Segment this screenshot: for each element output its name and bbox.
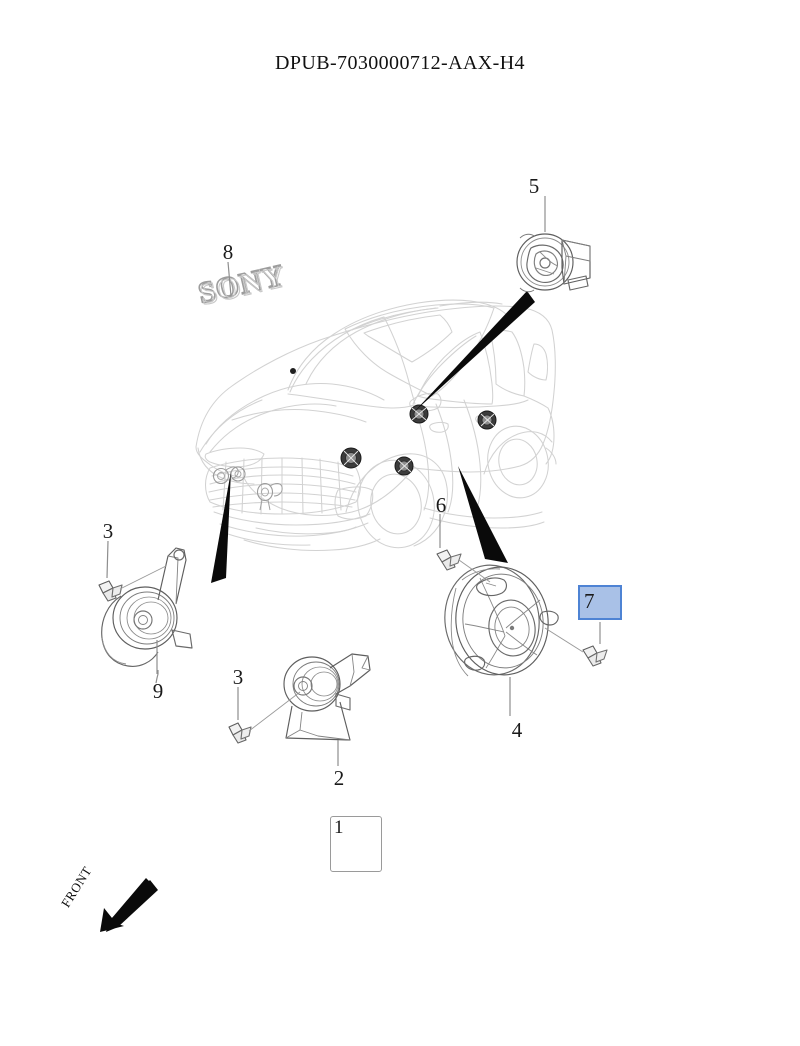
marker-horn-location-center	[256, 482, 283, 511]
part-7-screw-lower	[544, 622, 608, 667]
marker-speaker-front-door	[340, 447, 362, 469]
marker-horn-location-left	[212, 466, 239, 485]
part-5-tweeter-assembly	[516, 196, 591, 293]
callout-8: 8	[222, 240, 234, 264]
marker-horn-location-right	[230, 466, 246, 482]
callout-1: 1	[334, 817, 344, 838]
callout-3-lower: 3	[232, 665, 244, 689]
vehicle-outline	[195, 299, 557, 552]
pointer-wedge-horns	[211, 471, 231, 583]
callout-3-upper: 3	[102, 519, 114, 543]
callout-2: 2	[333, 766, 345, 790]
part-6-screw-upper	[436, 514, 491, 583]
callout-4: 4	[511, 718, 523, 742]
part-3-bolt-upper	[98, 580, 123, 602]
callout-7: 7	[584, 589, 595, 613]
pointer-wedge-tweeter	[414, 291, 535, 412]
part-2-horn-low-pitch	[228, 653, 371, 766]
part-4-door-speaker	[444, 564, 559, 716]
highlight-box-item-7[interactable]: 7	[578, 585, 622, 620]
part-9-horn-high-pitch	[98, 540, 193, 684]
marker-center-dash-speaker	[290, 368, 296, 374]
pointer-wedge-door-speaker	[458, 466, 508, 563]
leader-line-3a	[106, 540, 109, 579]
leader-line-8	[227, 261, 232, 297]
marker-speaker-rear-door	[394, 456, 414, 476]
callout-5: 5	[528, 174, 540, 198]
front-direction-arrow	[100, 878, 158, 932]
callout-9: 9	[152, 679, 164, 703]
document-title: DPUB-7030000712-AAX-H4	[275, 52, 525, 74]
vehicle-speaker-markers	[212, 368, 497, 511]
marker-tweeter-apillar	[409, 404, 429, 424]
part-8-sony-badge: SONY SONY	[194, 258, 290, 313]
pointer-wedges	[211, 291, 535, 583]
part-3-bolt-lower	[228, 722, 252, 744]
callout-6: 6	[435, 493, 447, 517]
marker-speaker-rear-quarter	[477, 410, 497, 430]
boxed-part-1: 1	[330, 816, 382, 872]
